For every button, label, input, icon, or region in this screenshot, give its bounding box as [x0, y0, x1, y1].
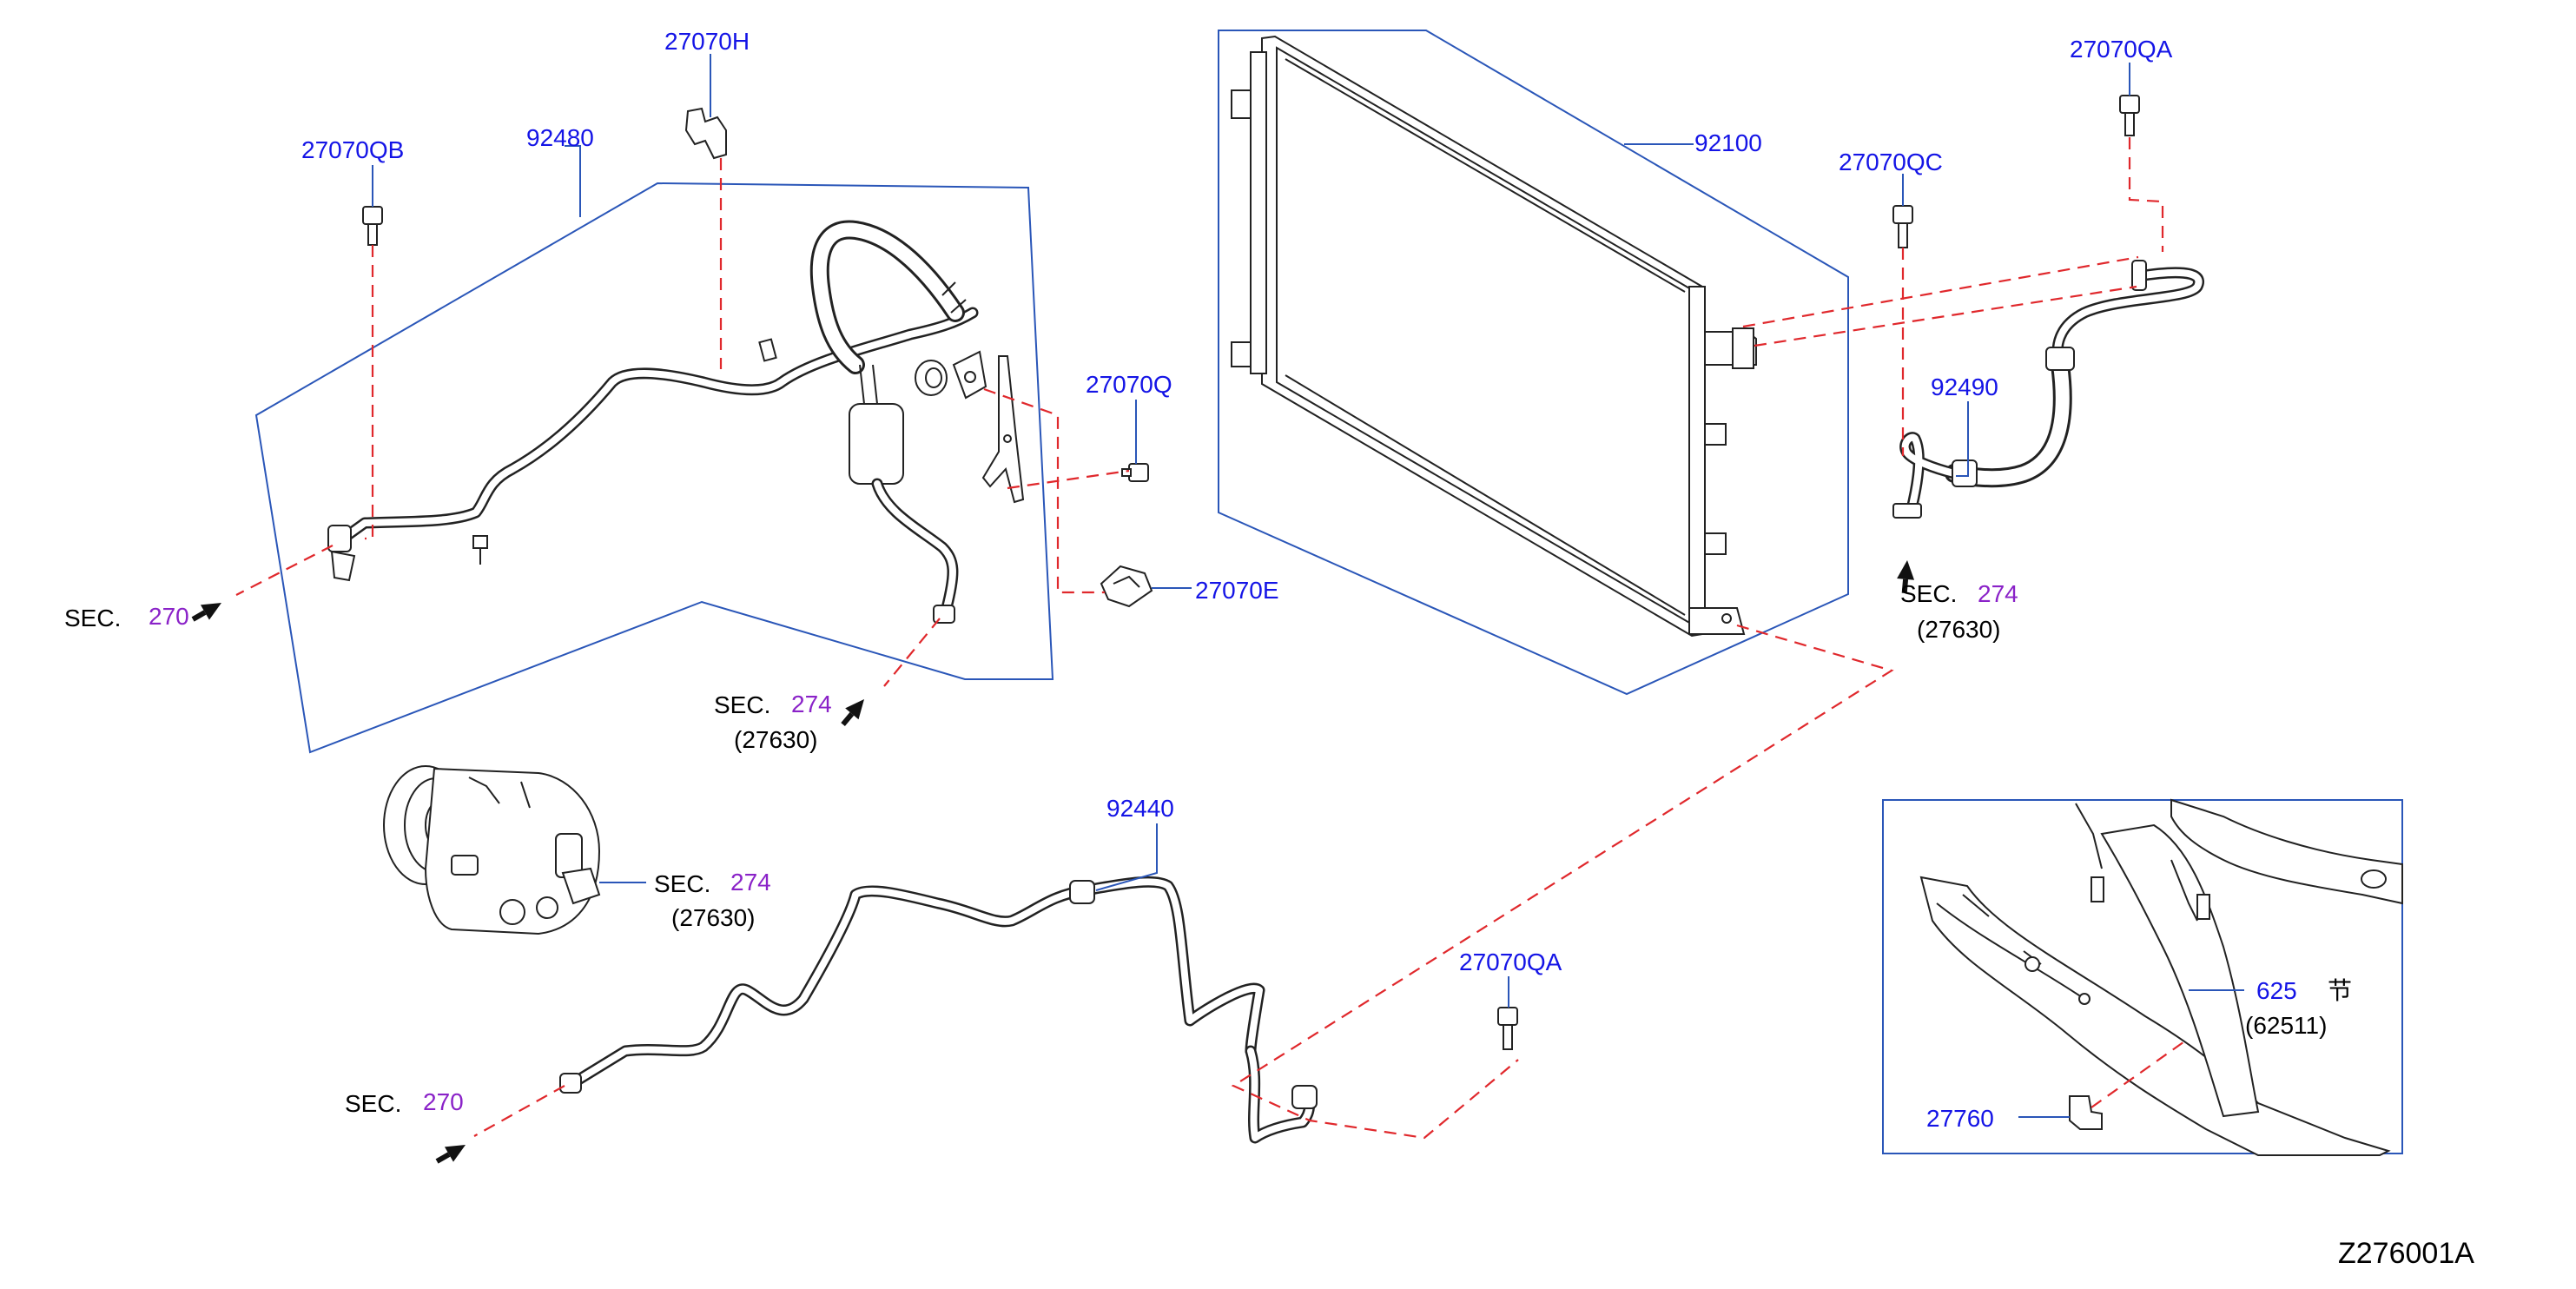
section-ref-compressor[interactable]: SEC. 274 (27630)	[654, 869, 771, 931]
label-92100[interactable]: 92100	[1694, 129, 1762, 156]
o-ring-fitting	[915, 360, 948, 396]
clip-27070E	[1100, 565, 1153, 608]
sec-word: SEC.	[64, 605, 121, 631]
label-27760[interactable]: 27760	[1926, 1105, 1994, 1132]
label-27070QA-bottom[interactable]: 27070QA	[1459, 949, 1562, 975]
pipe-clamp	[952, 350, 987, 400]
sec-ref-code: (27630)	[671, 904, 756, 931]
flow-arrows	[191, 560, 1915, 1164]
low-pressure-pipe-92440[interactable]	[559, 876, 1318, 1144]
label-27070Q[interactable]: 27070Q	[1086, 371, 1172, 398]
nut-27070Q	[1121, 463, 1149, 482]
condenser-group-frame	[1218, 30, 1849, 696]
sec-word: SEC.	[714, 691, 770, 718]
bolt-27070QC	[1892, 205, 1913, 248]
label-27070H[interactable]: 27070H	[664, 28, 750, 55]
section-ref-left-top[interactable]: SEC. 270	[64, 603, 189, 631]
bolt-27070QB	[362, 206, 383, 246]
arrow-left-bottom	[435, 1145, 466, 1164]
bolt-27070QA-bottom	[1497, 1007, 1518, 1050]
sec-number: 270	[423, 1088, 464, 1115]
inset-front-frame-assembly	[1919, 798, 2403, 1156]
section-ref-right[interactable]: SEC. 274 (27630)	[1900, 580, 2018, 643]
receiver-drier[interactable]	[849, 364, 959, 624]
hose-92490[interactable]	[1892, 260, 2204, 519]
label-92490[interactable]: 92490	[1931, 373, 1998, 400]
sec-word: SEC.	[1900, 580, 1957, 607]
section-ref-left-bottom[interactable]: SEC. 270	[345, 1088, 464, 1117]
dashed-guide-lines	[235, 137, 2188, 1140]
sec-word: SEC.	[345, 1090, 401, 1117]
inset-glyph: 节	[2328, 977, 2352, 1004]
arrow-right	[1897, 560, 1915, 594]
mounting-bracket	[981, 355, 1025, 504]
section-ref-mid[interactable]: SEC. 274 (27630)	[714, 691, 832, 753]
label-27070QA-top[interactable]: 27070QA	[2070, 36, 2173, 63]
label-92440[interactable]: 92440	[1106, 795, 1174, 822]
upper-hose-loop[interactable]	[809, 220, 967, 374]
label-625[interactable]: 625	[2256, 977, 2297, 1004]
arrow-mid	[841, 699, 864, 727]
pipe-left-connector	[327, 525, 356, 582]
label-92480[interactable]: 92480	[526, 124, 594, 151]
sec-number: 274	[1978, 580, 2018, 607]
sec-ref-code: (27630)	[1917, 616, 2001, 643]
pipe-group-frame	[254, 182, 1054, 754]
sec-ref-code: (27630)	[734, 726, 818, 753]
sec-word: SEC.	[654, 870, 710, 897]
bolt-27070QA-top	[2119, 95, 2140, 136]
pipe-sensor-stub	[758, 338, 777, 362]
sec-number: 274	[730, 869, 771, 896]
label-27070QC[interactable]: 27070QC	[1839, 149, 1943, 175]
sec-number: 274	[791, 691, 832, 717]
high-pressure-pipe[interactable]	[337, 307, 979, 545]
leader-lines	[372, 54, 2244, 1118]
clip-27070H	[684, 107, 727, 160]
label-27070E[interactable]: 27070E	[1195, 577, 1279, 604]
condenser-radiator[interactable]	[1231, 35, 1757, 638]
ac-compressor[interactable]	[383, 765, 601, 935]
inset-ref-code: (62511)	[2245, 1012, 2327, 1039]
inset-frame	[1882, 799, 2403, 1154]
arrow-left-top	[191, 603, 221, 622]
sec-number: 270	[149, 603, 189, 630]
small-bolt-pipe	[472, 535, 488, 565]
label-27070QB[interactable]: 27070QB	[301, 136, 404, 163]
diagram-code: Z276001A	[2338, 1237, 2474, 1270]
